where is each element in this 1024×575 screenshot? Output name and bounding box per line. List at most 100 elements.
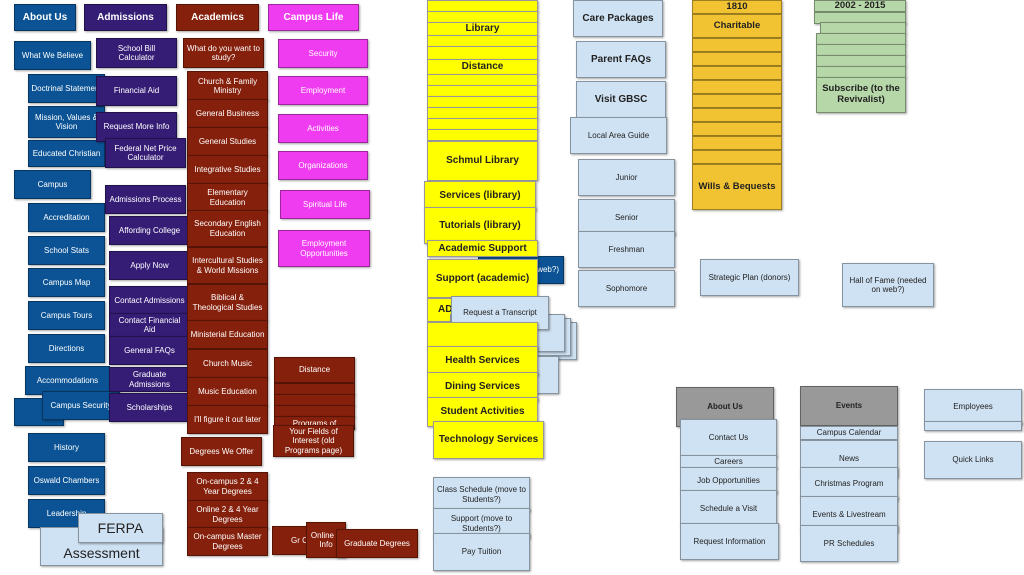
card-biblical-theological[interactable]: Biblical & Theological Studies	[187, 284, 268, 321]
card-stack-layer	[427, 46, 538, 60]
card-sophomore[interactable]: Sophomore	[578, 270, 675, 307]
card-elementary-education[interactable]: Elementary Education	[187, 183, 268, 212]
card-doctrinal-statement[interactable]: Doctrinal Statement	[28, 74, 105, 103]
card-schedule-visit[interactable]: Schedule a Visit	[680, 490, 777, 527]
card-ministerial-education[interactable]: Ministerial Education	[187, 320, 268, 349]
card-stack-layer	[692, 66, 782, 80]
card-mission-values-vision[interactable]: Mission, Values & Vision	[28, 106, 105, 138]
card-campus-map[interactable]: Campus Map	[28, 268, 105, 297]
card-quick-links[interactable]: Quick Links	[924, 441, 1022, 479]
academics-header[interactable]: Academics	[176, 4, 259, 31]
card-integrative-studies[interactable]: Integrative Studies	[187, 155, 268, 184]
card-parent-faqs[interactable]: Parent FAQs	[576, 41, 666, 78]
card-care-packages[interactable]: Care Packages	[573, 0, 663, 37]
card-library-partial[interactable]: Library	[427, 22, 538, 36]
card-accommodations[interactable]: Accommodations	[25, 366, 110, 395]
card-general-faqs[interactable]: General FAQs	[109, 336, 190, 365]
card-class-schedule[interactable]: Class Schedule (move to Students?)	[433, 477, 530, 512]
card-online-2-4-year[interactable]: Online 2 & 4 Year Degrees	[187, 500, 268, 529]
card-scholarships[interactable]: Scholarships	[109, 393, 190, 422]
card-federal-net-price[interactable]: Federal Net Price Calculator	[105, 138, 186, 168]
card-visit-gbsc[interactable]: Visit GBSC	[576, 81, 666, 118]
card-music-education[interactable]: Music Education	[187, 377, 268, 406]
card-wills-bequests[interactable]: Wills & Bequests	[692, 164, 782, 210]
card-stack-layer	[924, 421, 1022, 431]
card-tutorials-library[interactable]: Tutorials (library)	[424, 207, 536, 244]
card-employees[interactable]: Employees	[924, 389, 1022, 425]
card-activities[interactable]: Activities	[278, 114, 368, 143]
card-hall-of-fame[interactable]: Hall of Fame (needed on web?)	[842, 263, 934, 307]
card-stack-layer	[427, 322, 538, 350]
card-freshman[interactable]: Freshman	[578, 231, 675, 268]
card-request-more-info[interactable]: Request More Info	[96, 112, 177, 142]
card-admissions-process[interactable]: Admissions Process	[105, 185, 186, 214]
card-church-family-ministry[interactable]: Church & Family Ministry	[187, 71, 268, 101]
card-church-music[interactable]: Church Music	[187, 349, 268, 378]
card-what-we-believe[interactable]: What We Believe	[14, 41, 91, 70]
card-distance-academics[interactable]: Distance	[274, 357, 355, 383]
card-schmul-library[interactable]: Schmul Library	[427, 141, 538, 181]
card-stack-layer	[692, 80, 782, 94]
card-campus-calendar[interactable]: Campus Calendar	[800, 426, 898, 440]
card-subscribe-revivalist[interactable]: Subscribe (to the Revivalist)	[816, 77, 906, 113]
card-general-studies[interactable]: General Studies	[187, 127, 268, 156]
card-fields-of-interest[interactable]: Your Fields of Interest (old Programs pa…	[273, 425, 354, 457]
card-organizations[interactable]: Organizations	[278, 151, 368, 180]
card-charitable[interactable]: Charitable	[692, 14, 782, 38]
card-academic-support[interactable]: Academic Support	[427, 240, 538, 257]
card-1810[interactable]: 1810	[692, 0, 782, 14]
card-ferpa[interactable]: FERPA	[78, 513, 163, 543]
card-distance-library[interactable]: Distance	[427, 59, 538, 75]
card-spiritual-life[interactable]: Spiritual Life	[280, 190, 370, 219]
card-apply-now[interactable]: Apply Now	[109, 251, 190, 280]
card-oswald-chambers[interactable]: Oswald Chambers	[28, 466, 105, 495]
card-graduate-degrees[interactable]: Graduate Degrees	[336, 529, 418, 558]
card-security[interactable]: Security	[278, 39, 368, 68]
card-technology-services[interactable]: Technology Services	[433, 421, 544, 459]
card-pay-tuition[interactable]: Pay Tuition	[433, 533, 530, 571]
about-us-header[interactable]: About Us	[14, 4, 76, 31]
card-request-information[interactable]: Request Information	[680, 523, 779, 560]
card-support-academic[interactable]: Support (academic)	[427, 259, 538, 298]
card-accreditation[interactable]: Accreditation	[28, 203, 105, 232]
card-local-area-guide[interactable]: Local Area Guide	[570, 117, 667, 154]
card-pr-schedules[interactable]: PR Schedules	[800, 525, 898, 562]
card-christmas-program[interactable]: Christmas Program	[800, 467, 898, 501]
card-educated-christian[interactable]: Educated Christian	[28, 140, 105, 167]
card-general-business[interactable]: General Business	[187, 99, 268, 128]
card-employment-opportunities[interactable]: Employment Opportunities	[278, 230, 370, 267]
admissions-header[interactable]: Admissions	[84, 4, 167, 31]
card-secondary-english[interactable]: Secondary English Education	[187, 210, 268, 247]
card-oncampus-master[interactable]: On-campus Master Degrees	[187, 527, 268, 556]
card-contact-us[interactable]: Contact Us	[680, 419, 777, 457]
card-campus-tours[interactable]: Campus Tours	[28, 301, 105, 330]
card-graduate-admissions[interactable]: Graduate Admissions	[109, 367, 190, 392]
card-contact-admissions[interactable]: Contact Admissions	[109, 286, 190, 315]
card-school-stats[interactable]: School Stats	[28, 236, 105, 265]
card-directions[interactable]: Directions	[28, 334, 105, 363]
card-what-to-study[interactable]: What do you want to study?	[183, 38, 264, 68]
card-contact-financial-aid[interactable]: Contact Financial Aid	[109, 313, 190, 337]
card-health-services[interactable]: Health Services	[427, 346, 538, 376]
events-section-header[interactable]: Events	[800, 386, 898, 426]
card-employment[interactable]: Employment	[278, 76, 368, 105]
card-financial-aid[interactable]: Financial Aid	[96, 76, 177, 106]
card-stack-layer	[692, 108, 782, 122]
card-intercultural-studies[interactable]: Intercultural Studies & World Missions	[187, 247, 268, 284]
card-degrees-we-offer[interactable]: Degrees We Offer	[181, 437, 262, 466]
card-oncampus-2-4-year[interactable]: On-campus 2 & 4 Year Degrees	[187, 472, 268, 501]
card-stack-layer	[692, 136, 782, 150]
card-junior[interactable]: Junior	[578, 159, 675, 196]
card-school-bill-calculator[interactable]: School Bill Calculator	[96, 38, 177, 68]
card-campus-security[interactable]: Campus Security	[42, 391, 120, 420]
card-affording-college[interactable]: Affording College	[109, 216, 190, 245]
card-job-opportunities[interactable]: Job Opportunities	[680, 467, 777, 494]
card-history[interactable]: History	[28, 433, 105, 462]
card-stack-layer	[427, 129, 538, 141]
card-years[interactable]: 2002 - 2015	[814, 0, 906, 12]
card-stack-layer	[692, 122, 782, 136]
campus-life-header[interactable]: Campus Life	[268, 4, 359, 31]
card-strategic-plan[interactable]: Strategic Plan (donors)	[700, 259, 799, 296]
card-campus[interactable]: Campus	[14, 170, 91, 199]
card-figure-out-later[interactable]: I'll figure it out later	[187, 405, 268, 434]
